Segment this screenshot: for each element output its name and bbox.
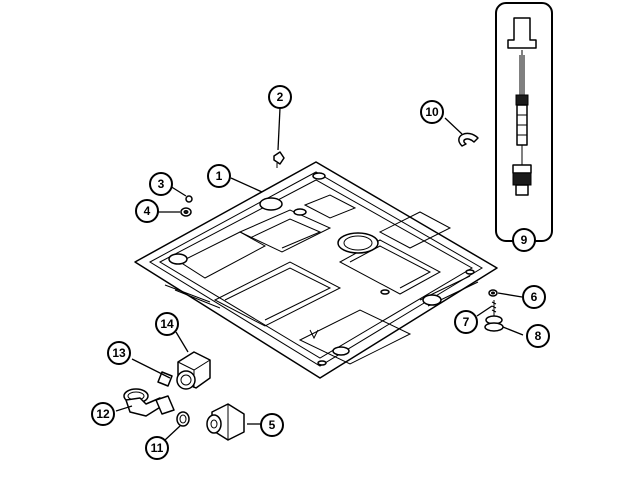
leader-14 xyxy=(175,331,189,353)
callout-7: 7 xyxy=(454,310,478,334)
leader-8 xyxy=(502,326,524,336)
pump xyxy=(157,351,211,390)
svg-text:5: 5 xyxy=(269,418,276,432)
callout-4: 4 xyxy=(135,199,159,223)
elbow-hose xyxy=(123,388,175,417)
svg-text:7: 7 xyxy=(463,315,470,329)
svg-text:2: 2 xyxy=(277,90,284,104)
hose-clamp xyxy=(176,411,190,427)
callout-12: 12 xyxy=(91,402,115,426)
leveling-leg xyxy=(484,300,504,332)
callout-13: 13 xyxy=(107,341,131,365)
leader-7 xyxy=(476,305,493,317)
callout-5: 5 xyxy=(260,413,284,437)
coupling xyxy=(206,403,245,441)
svg-text:11: 11 xyxy=(151,441,164,455)
leader-10 xyxy=(444,117,463,135)
svg-text:9: 9 xyxy=(521,233,528,247)
svg-text:12: 12 xyxy=(96,407,110,421)
svg-text:8: 8 xyxy=(535,329,542,343)
svg-text:3: 3 xyxy=(158,177,165,191)
callout-9: 9 xyxy=(512,228,536,252)
callout-10: 10 xyxy=(420,100,444,124)
leader-2 xyxy=(277,107,281,151)
svg-text:1: 1 xyxy=(216,169,223,183)
svg-text:14: 14 xyxy=(160,317,174,331)
callout-14: 14 xyxy=(155,312,179,336)
screw xyxy=(185,195,193,203)
svg-text:10: 10 xyxy=(425,105,439,119)
c-clip xyxy=(458,132,479,147)
leader-lines xyxy=(115,107,524,441)
leader-3 xyxy=(169,185,187,197)
callout-11: 11 xyxy=(145,436,169,460)
leader-12 xyxy=(115,405,133,412)
svg-text:13: 13 xyxy=(112,346,126,360)
leader-1 xyxy=(230,177,263,193)
callout-8: 8 xyxy=(526,324,550,348)
leader-11 xyxy=(164,425,181,441)
callout-1: 1 xyxy=(207,164,231,188)
svg-text:6: 6 xyxy=(531,290,538,304)
leader-13 xyxy=(131,358,171,379)
callout-3: 3 xyxy=(149,172,173,196)
callout-6: 6 xyxy=(522,285,546,309)
suspension-rod-assembly xyxy=(495,2,553,242)
nut xyxy=(488,289,498,297)
svg-text:4: 4 xyxy=(144,204,151,218)
base-frame xyxy=(134,161,498,379)
callout-2: 2 xyxy=(268,85,292,109)
grommet xyxy=(180,207,192,217)
clip xyxy=(273,151,285,168)
leader-6 xyxy=(497,292,523,298)
